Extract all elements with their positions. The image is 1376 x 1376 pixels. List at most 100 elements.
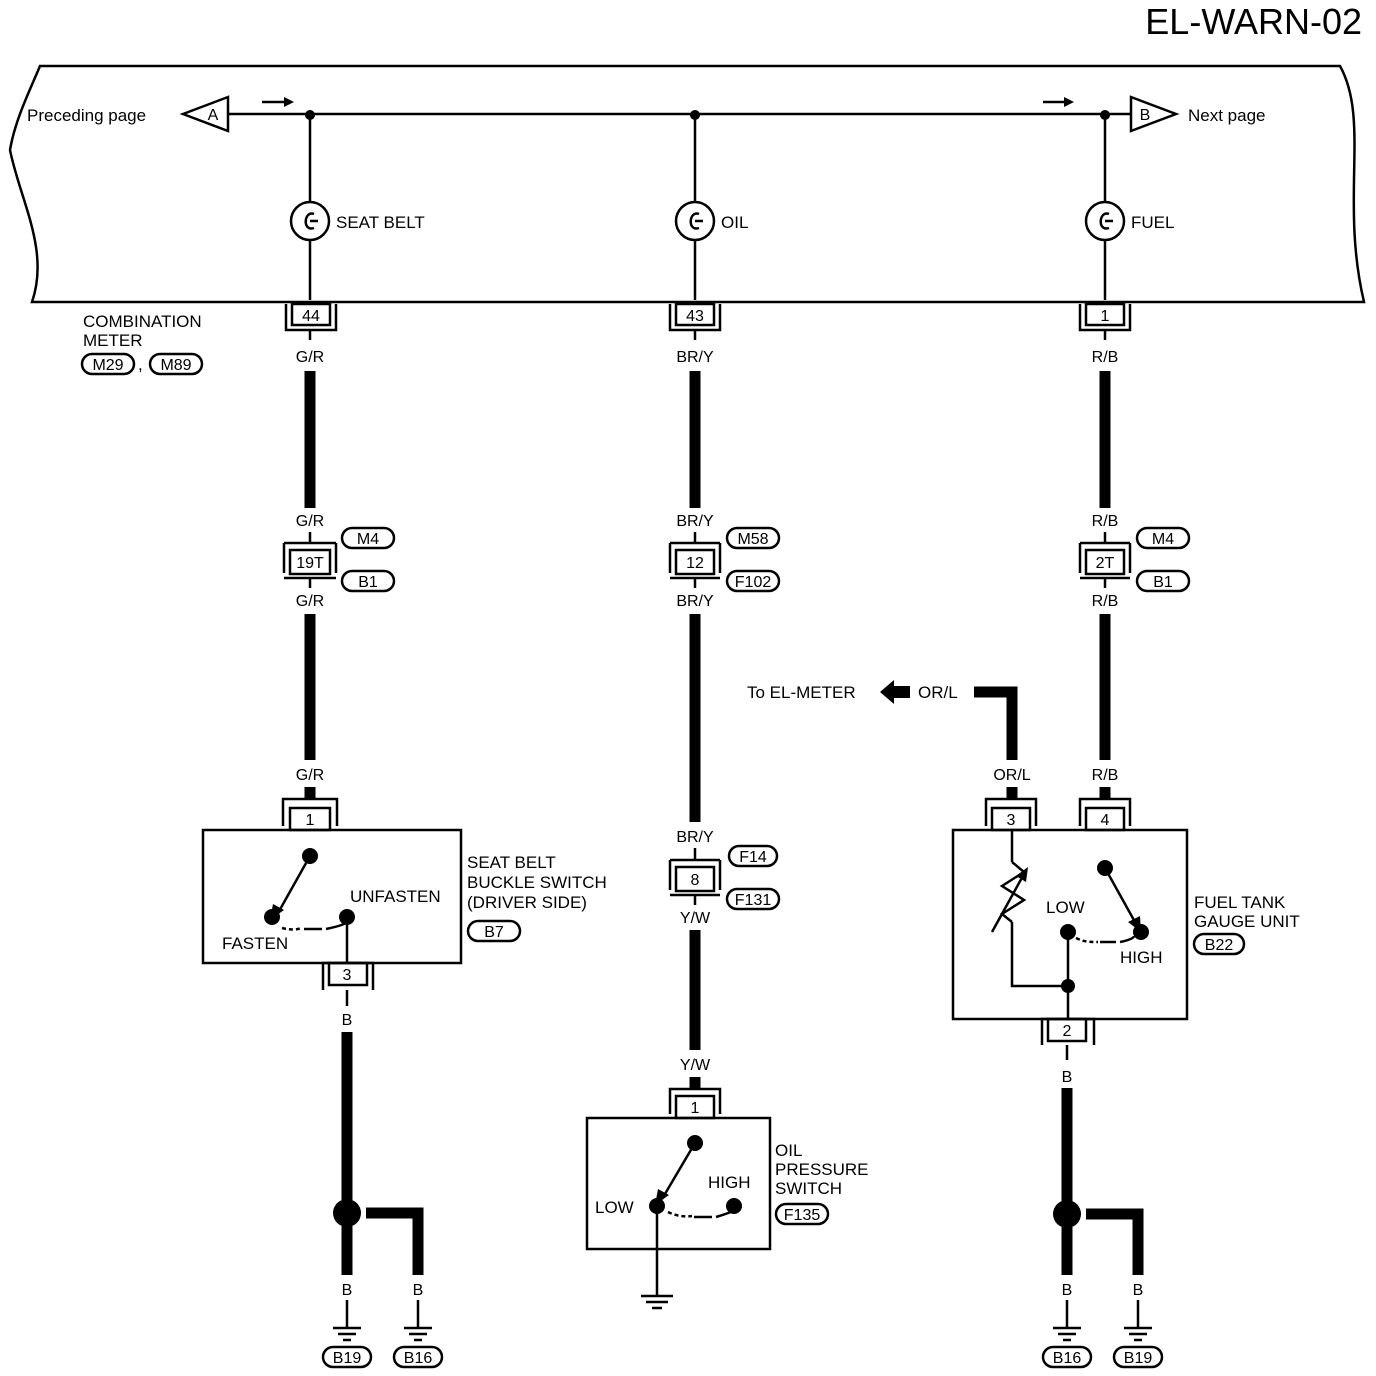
preceding-page-label[interactable]: Preceding page bbox=[27, 106, 146, 125]
ground-icon bbox=[333, 1300, 361, 1342]
ground-tag[interactable] bbox=[392, 1345, 444, 1369]
wire-color-label: G/R bbox=[296, 767, 324, 784]
combination-meter-outline bbox=[8, 64, 1366, 304]
seat-belt-switch-label: BUCKLE SWITCH bbox=[467, 873, 607, 892]
connector-tag[interactable] bbox=[725, 526, 781, 550]
joint-connector bbox=[1078, 541, 1132, 580]
pin-number: 44 bbox=[302, 308, 320, 325]
seat-belt-switch-label: (DRIVER SIDE) bbox=[467, 893, 587, 912]
pin-number: 8 bbox=[691, 872, 700, 889]
oil-switch-label: OIL bbox=[775, 1141, 802, 1160]
connector-tag[interactable] bbox=[466, 919, 522, 943]
ground-tag[interactable] bbox=[321, 1345, 373, 1369]
ground-icon bbox=[1053, 1300, 1081, 1342]
connector-tag[interactable] bbox=[80, 352, 136, 376]
connector-tag-label: B22 bbox=[1205, 937, 1234, 954]
ground-tag[interactable] bbox=[1112, 1345, 1164, 1369]
separator-text: , bbox=[138, 355, 143, 374]
connector-tag[interactable] bbox=[774, 1202, 830, 1226]
wire-color-label: B bbox=[342, 1282, 353, 1299]
connector-tag-label: B1 bbox=[358, 574, 378, 591]
next-page-label[interactable]: Next page bbox=[1188, 106, 1266, 125]
connector-tag[interactable] bbox=[727, 844, 779, 868]
wire-color-label: OR/L bbox=[993, 767, 1030, 784]
connector-tag[interactable] bbox=[1135, 526, 1191, 550]
joint-connector bbox=[668, 541, 722, 580]
arrow-left-icon bbox=[894, 686, 910, 698]
low-label: LOW bbox=[1046, 898, 1085, 917]
next-page-marker[interactable] bbox=[1129, 95, 1180, 133]
ground-tag-label: B19 bbox=[1124, 1350, 1153, 1367]
pin-number: 2T bbox=[1096, 555, 1115, 572]
preceding-page-marker[interactable] bbox=[179, 95, 230, 133]
connector-tag[interactable] bbox=[340, 526, 396, 550]
ground-icon bbox=[404, 1300, 432, 1342]
wire-segment bbox=[1086, 1208, 1144, 1275]
fuel-lamp-label: FUEL bbox=[1131, 213, 1174, 232]
fuel-lamp-icon bbox=[1084, 115, 1126, 300]
oil-switch-label: PRESSURE bbox=[775, 1160, 869, 1179]
combination-meter-label: METER bbox=[83, 331, 143, 350]
connector-tag[interactable] bbox=[725, 887, 781, 911]
wire-color-label: BR/Y bbox=[676, 349, 714, 366]
seat-belt-lamp-label: SEAT BELT bbox=[336, 213, 425, 232]
oil-lamp-label: OIL bbox=[721, 213, 748, 232]
connector-tag-label: M4 bbox=[1152, 531, 1174, 548]
wire-color-label: OR/L bbox=[918, 683, 958, 702]
seat-belt-buckle-switch bbox=[201, 797, 463, 990]
joint-connector bbox=[282, 541, 338, 580]
wire-color-label: B bbox=[342, 1012, 353, 1029]
wire-color-label: Y/W bbox=[680, 1057, 711, 1074]
pin-number: 1 bbox=[306, 812, 315, 829]
pin-number: 43 bbox=[686, 308, 704, 325]
connector-tag[interactable] bbox=[1192, 932, 1246, 956]
fuel-tank-gauge-unit bbox=[951, 797, 1189, 1045]
ground-splice-dot bbox=[333, 1199, 361, 1227]
unfasten-label: UNFASTEN bbox=[350, 887, 441, 906]
ground-tag[interactable] bbox=[1041, 1345, 1093, 1369]
high-label: HIGH bbox=[1120, 948, 1163, 967]
wire-segment bbox=[974, 686, 1018, 760]
oil-switch-label: SWITCH bbox=[775, 1179, 842, 1198]
wire-color-label: R/B bbox=[1092, 513, 1119, 530]
pin-number: 3 bbox=[343, 967, 352, 984]
to-el-meter-link[interactable]: To EL-METER bbox=[747, 683, 856, 702]
seat-belt-switch-label: SEAT BELT bbox=[467, 853, 556, 872]
wire-color-label: BR/Y bbox=[676, 829, 714, 846]
connector-tag-label: F135 bbox=[784, 1207, 821, 1224]
wire-color-label: G/R bbox=[296, 593, 324, 610]
fuel-unit-label: FUEL TANK bbox=[1194, 893, 1286, 912]
connector-tag[interactable] bbox=[340, 569, 396, 593]
connector-tag-label: M89 bbox=[160, 357, 191, 374]
preceding-page-marker-letter: A bbox=[208, 107, 219, 124]
pin-number: 1 bbox=[691, 1100, 700, 1117]
joint-connector bbox=[668, 858, 722, 897]
pin-number: 2 bbox=[1063, 1023, 1072, 1040]
wire-segment bbox=[366, 1207, 424, 1275]
pin-number: 3 bbox=[1007, 812, 1016, 829]
wire-color-label: B bbox=[413, 1282, 424, 1299]
flow-arrow-head bbox=[284, 97, 294, 107]
connector-tag[interactable] bbox=[148, 352, 204, 376]
wire-color-label: BR/Y bbox=[676, 593, 714, 610]
pin-number: 19T bbox=[296, 555, 324, 572]
connector-tag-label: F131 bbox=[735, 892, 772, 909]
connector-tag-label: F102 bbox=[735, 574, 772, 591]
wire-color-label: B bbox=[1062, 1282, 1073, 1299]
wire-color-label: R/B bbox=[1092, 767, 1119, 784]
pin-number: 12 bbox=[686, 555, 704, 572]
oil-lamp-icon bbox=[674, 115, 716, 300]
ground-icon bbox=[1124, 1300, 1152, 1342]
connector-tag[interactable] bbox=[1135, 569, 1191, 593]
connector-tag[interactable] bbox=[725, 569, 781, 593]
pin-number: 4 bbox=[1101, 812, 1110, 829]
connector-tag-label: B7 bbox=[484, 924, 504, 941]
connector-tag-label: B1 bbox=[1153, 574, 1173, 591]
connector-tag-label: M4 bbox=[357, 531, 379, 548]
wire-color-label: R/B bbox=[1092, 593, 1119, 610]
ground-splice-dot bbox=[1053, 1200, 1081, 1228]
wire-color-label: R/B bbox=[1092, 349, 1119, 366]
wire-color-label: Y/W bbox=[680, 910, 711, 927]
next-page-marker-letter: B bbox=[1140, 107, 1151, 124]
